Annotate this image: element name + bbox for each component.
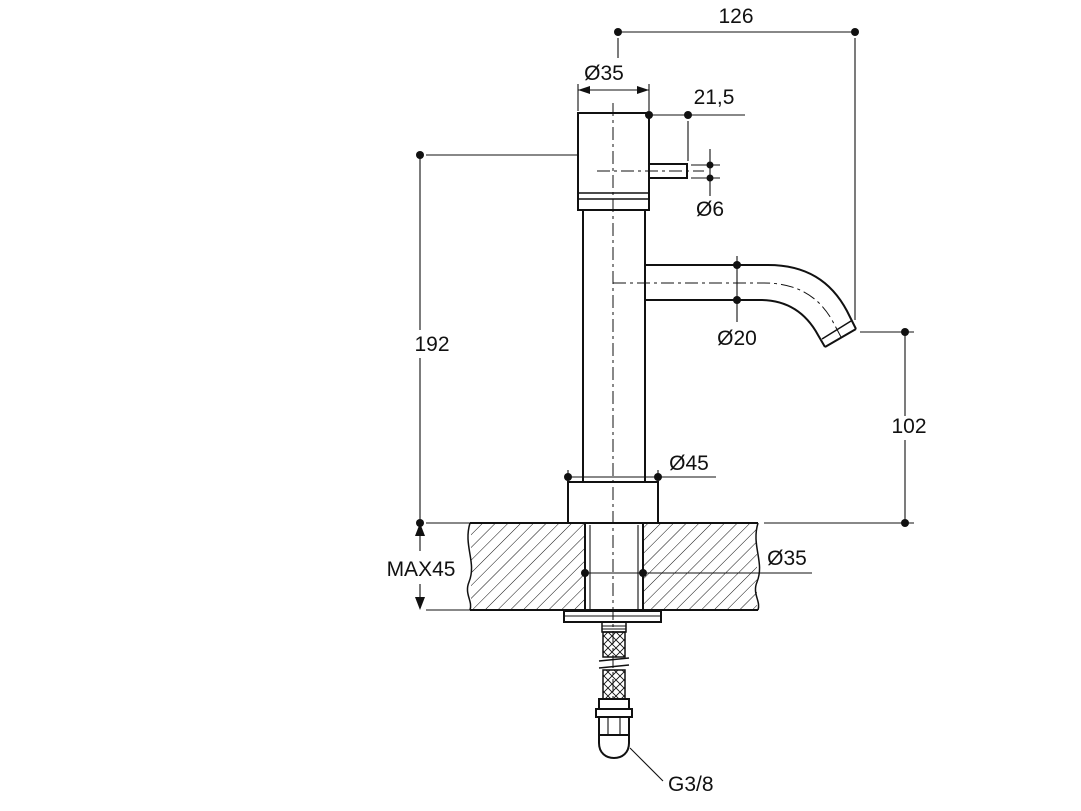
handle-pin-outline [649,163,688,179]
hose-break-line-2 [598,664,630,669]
faucet-body [567,112,688,524]
dimension-handle-pin-diameter: Ø6 [691,149,724,221]
dimension-deck-hole-diameter: Ø35 [581,547,812,577]
deck-break-right [754,522,761,611]
thread-callout: G3/8 [629,747,714,796]
spout-tip-face [824,328,857,348]
dimension-handle-pin-length: 21,5 [645,86,745,161]
dim-label-max-deck-thickness: MAX45 [387,558,456,581]
dim-dot [639,569,647,577]
dim-label-spout-tube-diameter: Ø20 [717,327,757,350]
dim-dot [684,111,692,119]
dim-dot [581,569,589,577]
dimension-spout-tube-diameter: Ø20 [717,256,757,350]
dimension-spout-reach: 126 [614,5,859,320]
dim-dot [645,111,653,119]
dimension-max-deck-thickness: MAX45 [387,523,470,611]
dim-dot [706,174,714,182]
dim-arrow [637,86,649,94]
dimension-body-height: 192 [414,151,578,527]
braided-hose-lower [602,669,626,700]
hose-ferrule [598,698,630,710]
spout-aerator-line [821,320,852,340]
deck-section [466,522,761,623]
dim-dot [851,28,859,36]
supply-hose [595,622,633,760]
braided-hose-upper [602,631,626,658]
dim-label-supply-connection-thread: G3/8 [668,773,714,796]
dim-dot [706,161,714,169]
dim-label-handle-pin-diameter: Ø6 [696,198,724,221]
leader-line [629,747,664,782]
dim-dot [733,261,741,269]
dim-label-handle-pin-length: 21,5 [694,86,735,109]
dimension-spout-outlet-height: 102 [764,328,927,527]
spout-centerline [613,282,842,338]
dim-dot [733,296,741,304]
dimension-base-diameter: Ø45 [564,452,716,481]
dim-dot [901,519,909,527]
deck-hatch-right [643,524,757,609]
dim-arrow [578,86,590,94]
deck-hatch-left [471,524,585,609]
deck-break-left [466,522,473,611]
dim-arrow-down [415,597,425,610]
dim-label-body-top-diameter: Ø35 [584,62,624,85]
spout-outer-edge [645,264,857,330]
locknut-outline [563,610,662,623]
dim-label-spout-reach: 126 [718,5,753,28]
dim-arrow-up [415,523,425,536]
handle-housing-outline [577,112,650,211]
tailpiece-outline [601,622,627,633]
dim-label-spout-outlet-height: 102 [891,415,926,438]
dim-label-body-height: 192 [414,333,449,356]
dim-label-base-diameter: Ø45 [669,452,709,475]
hose-end-cap [598,734,630,760]
dim-label-deck-hole-diameter: Ø35 [767,547,807,570]
hose-nut-body [598,716,630,736]
hose-break-line-1 [598,657,630,662]
dim-dot [564,473,572,481]
hose-nut-flange [595,708,633,718]
spout-inner-edge [645,299,826,348]
spout [645,264,857,348]
dim-dot [654,473,662,481]
dimension-body-top-diameter: Ø35 [577,62,650,111]
dim-dot [901,328,909,336]
dim-dot [614,28,622,36]
dim-dot [416,151,424,159]
